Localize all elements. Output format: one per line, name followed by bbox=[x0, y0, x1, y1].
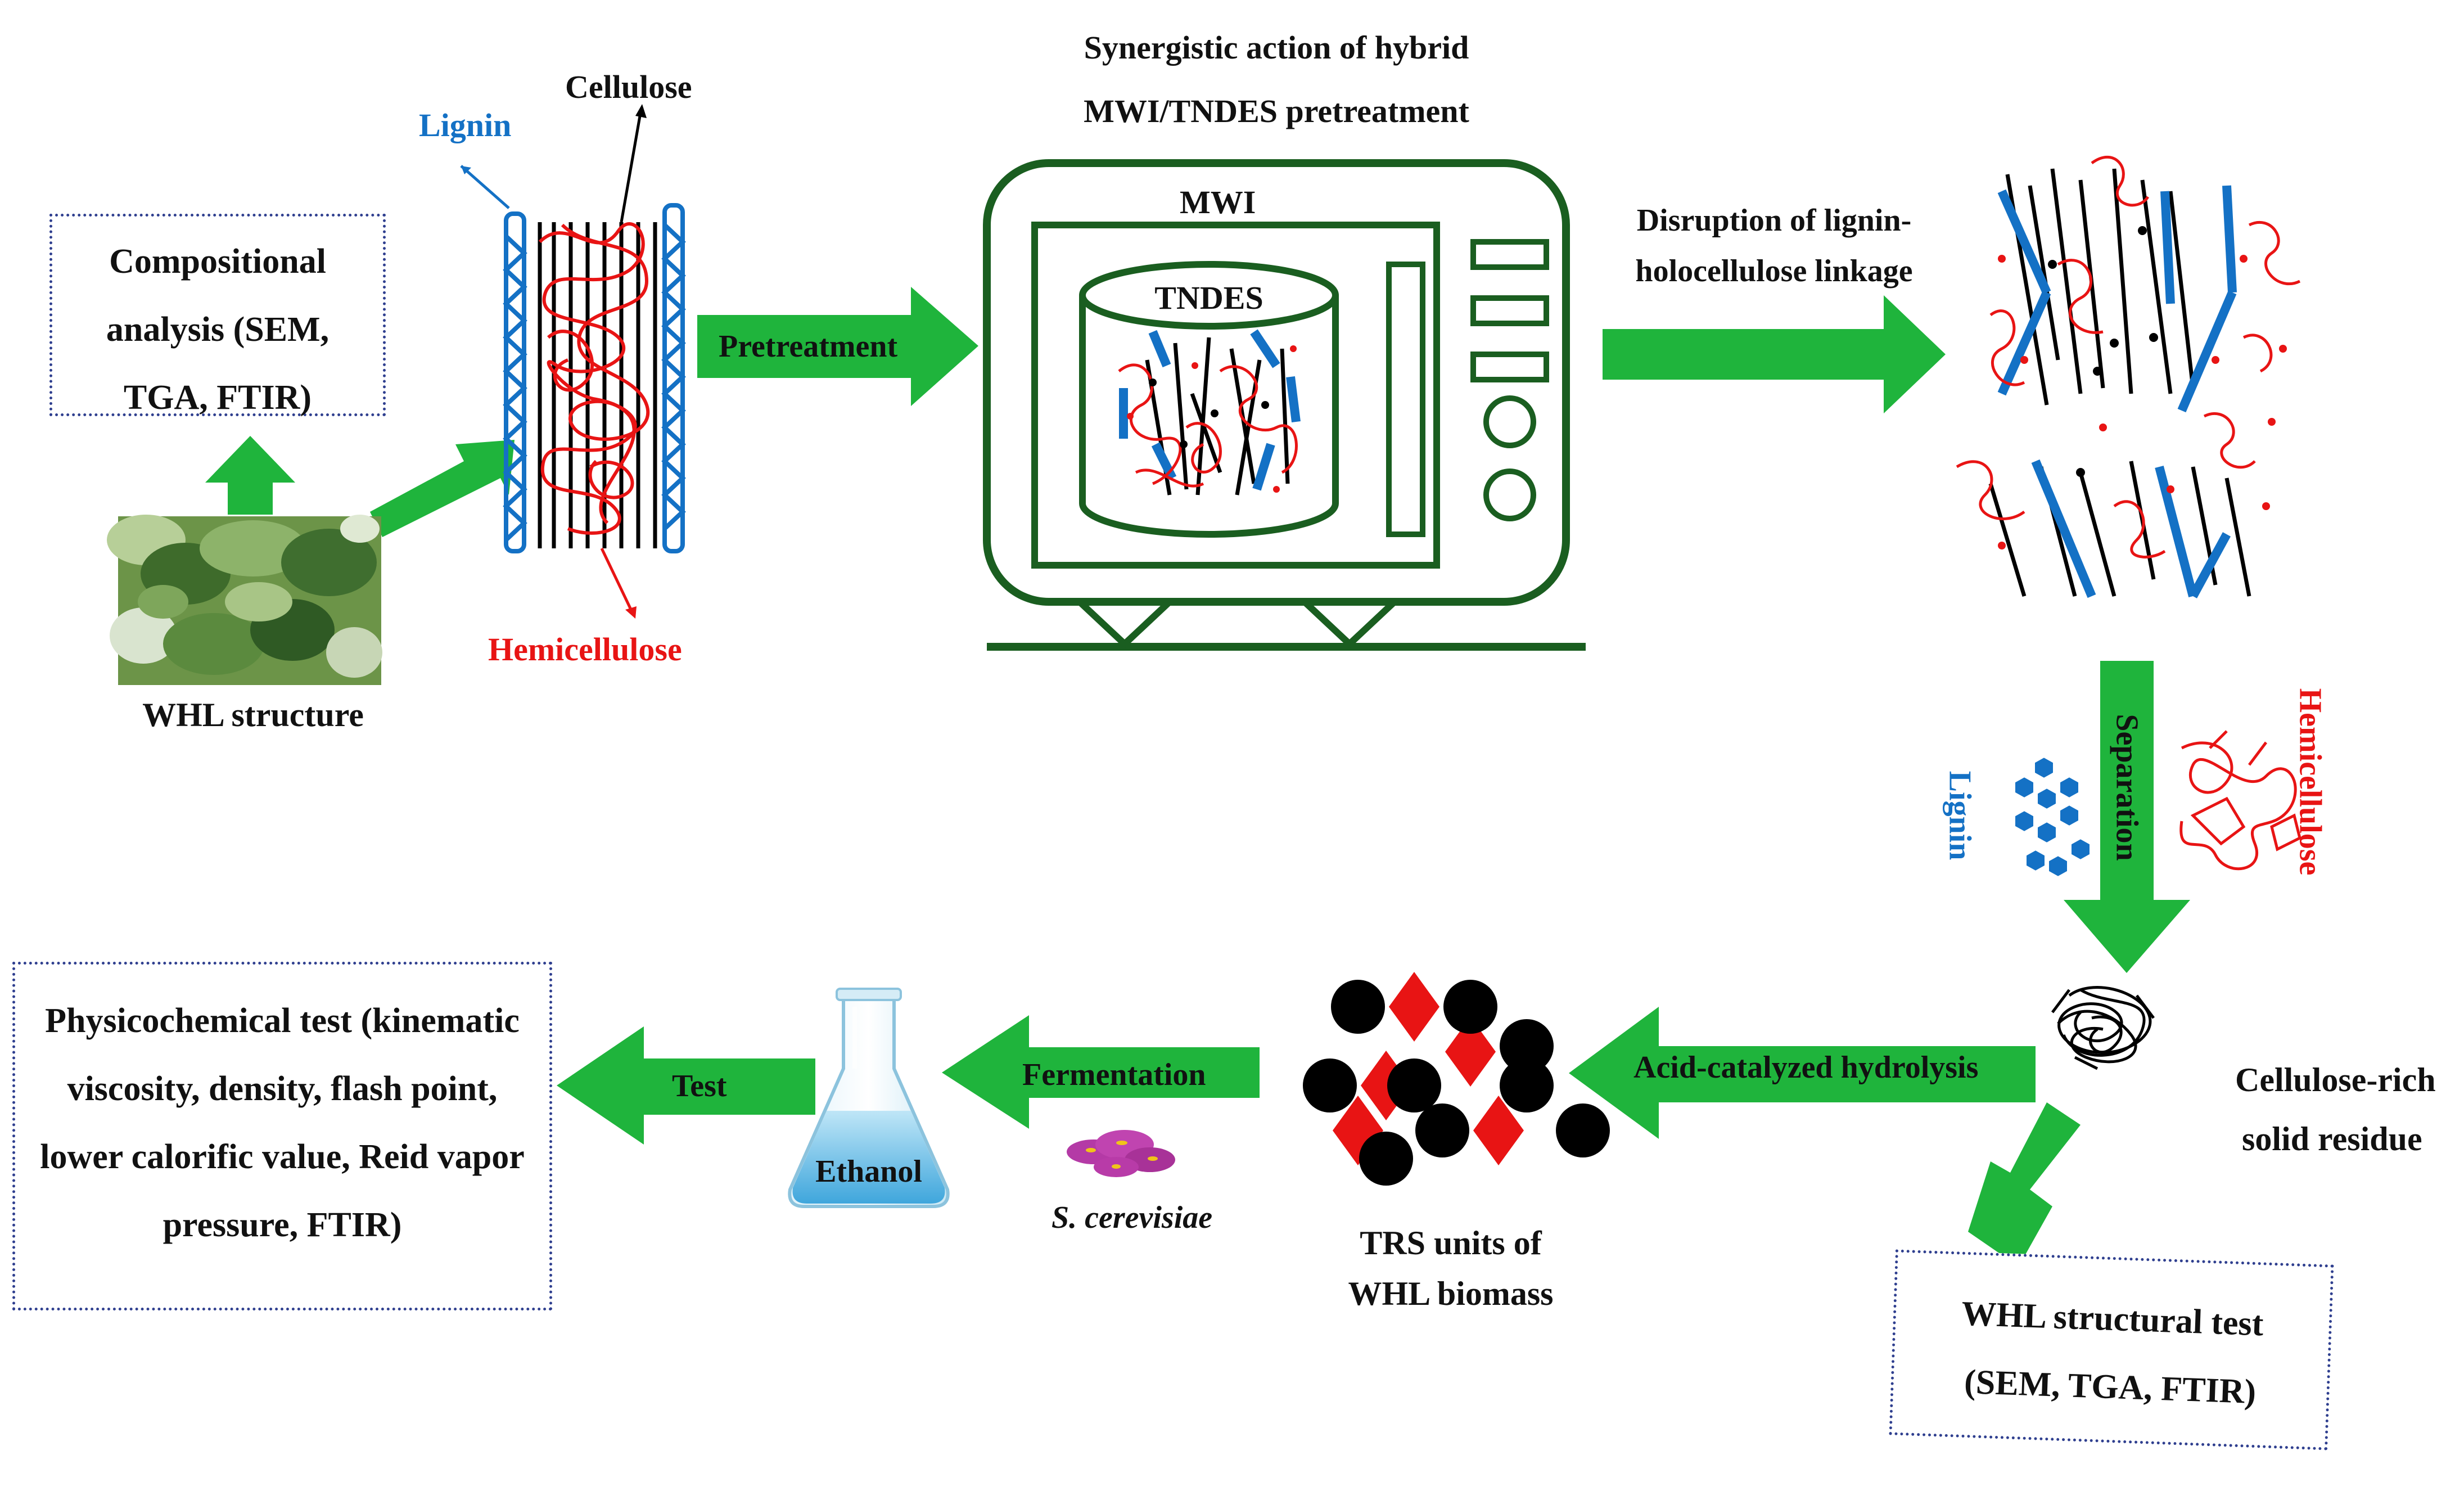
ethanol-flask bbox=[788, 988, 950, 1208]
disruption-label: Disruption of lignin- holocellulose link… bbox=[1600, 196, 1948, 296]
physicochemical-line-2: viscosity, density, flash point, bbox=[67, 1069, 498, 1108]
separation-label: Separation bbox=[2109, 714, 2145, 861]
lignocellulose-structure bbox=[460, 104, 686, 619]
disruption-line-2: holocellulose linkage bbox=[1635, 253, 1913, 289]
fermentation-arrow bbox=[942, 1015, 1260, 1129]
diagonal-to-structural-test bbox=[1968, 1102, 2081, 1267]
structural-test-text: WHL structural test (SEM, TGA, FTIR) bbox=[1893, 1278, 2330, 1429]
trs-units-grid bbox=[1303, 972, 1610, 1186]
fermentation-label: Fermentation bbox=[1022, 1057, 1206, 1092]
physicochemical-line-1: Physicochemical test (kinematic bbox=[45, 1002, 520, 1040]
title-line-2: MWI/TNDES pretreatment bbox=[1084, 93, 1469, 130]
diagram-title: Synergistic action of hybrid MWI/TNDES p… bbox=[1023, 16, 1529, 143]
compositional-line-3: TGA, FTIR) bbox=[123, 378, 312, 417]
arrow-diagonal-to-structure bbox=[370, 440, 515, 537]
acid-hydrolysis-label: Acid-catalyzed hydrolysis bbox=[1633, 1050, 1979, 1085]
lignin-product-label: Lignin bbox=[1942, 771, 1978, 861]
disruption-line-1: Disruption of lignin- bbox=[1636, 203, 1912, 238]
microwave-illustration bbox=[983, 159, 1586, 651]
disruption-arrow bbox=[1603, 295, 1946, 413]
mwi-label: MWI bbox=[1180, 184, 1256, 220]
compositional-line-1: Compositional bbox=[109, 242, 326, 281]
cellulose-residue-label: Cellulose-rich solid residue bbox=[2235, 1051, 2436, 1169]
hemicellulose-label: Hemicellulose bbox=[488, 631, 682, 668]
compositional-line-2: analysis (SEM, bbox=[106, 310, 330, 349]
title-line-1: Synergistic action of hybrid bbox=[1084, 29, 1469, 66]
ethanol-label: Ethanol bbox=[815, 1154, 922, 1189]
cellulose-residue-ball bbox=[2051, 986, 2155, 1070]
hemicellulose-product-label: Hemicellulose bbox=[2292, 688, 2328, 876]
lignin-hexagon-cluster bbox=[2013, 755, 2092, 879]
physicochemical-test-box: Physicochemical test (kinematic viscosit… bbox=[12, 962, 552, 1310]
trs-line-2: WHL biomass bbox=[1348, 1275, 1554, 1312]
vessel-contents bbox=[1118, 329, 1301, 496]
disrupted-structure bbox=[1956, 155, 2301, 598]
whl-plant-photo bbox=[107, 515, 382, 685]
yeast-cells bbox=[1067, 1130, 1175, 1177]
trs-line-1: TRS units of bbox=[1360, 1224, 1542, 1262]
separation-arrow bbox=[2064, 661, 2190, 973]
test-label: Test bbox=[672, 1069, 727, 1103]
pretreatment-arrow bbox=[697, 287, 978, 406]
compositional-text: Compositional analysis (SEM, TGA, FTIR) bbox=[52, 228, 383, 432]
arrow-up bbox=[205, 436, 295, 515]
hemicellulose-tangle bbox=[2179, 730, 2301, 871]
lignin-label: Lignin bbox=[419, 107, 512, 143]
acid-arrow bbox=[1569, 1007, 2036, 1139]
residue-line-2: solid residue bbox=[2242, 1120, 2422, 1157]
physicochemical-line-3: lower calorific value, Reid vapor bbox=[40, 1137, 525, 1176]
tndes-label: TNDES bbox=[1154, 280, 1263, 316]
residue-line-1: Cellulose-rich bbox=[2235, 1061, 2436, 1098]
yeast-label: S. cerevisiae bbox=[1052, 1200, 1213, 1235]
physicochemical-text: Physicochemical test (kinematic viscosit… bbox=[15, 987, 549, 1259]
whl-structure-label: WHL structure bbox=[142, 696, 364, 733]
compositional-analysis-box: Compositional analysis (SEM, TGA, FTIR) bbox=[49, 214, 386, 417]
trs-label: TRS units of WHL biomass bbox=[1293, 1218, 1608, 1319]
whl-structural-test-box: WHL structural test (SEM, TGA, FTIR) bbox=[1889, 1249, 2334, 1451]
physicochemical-line-4: pressure, FTIR) bbox=[163, 1205, 402, 1244]
cellulose-label: Cellulose bbox=[565, 69, 692, 105]
pretreatment-label: Pretreatment bbox=[719, 329, 898, 364]
test-arrow bbox=[557, 1026, 815, 1145]
structural-line-2: (SEM, TGA, FTIR) bbox=[1964, 1362, 2257, 1411]
